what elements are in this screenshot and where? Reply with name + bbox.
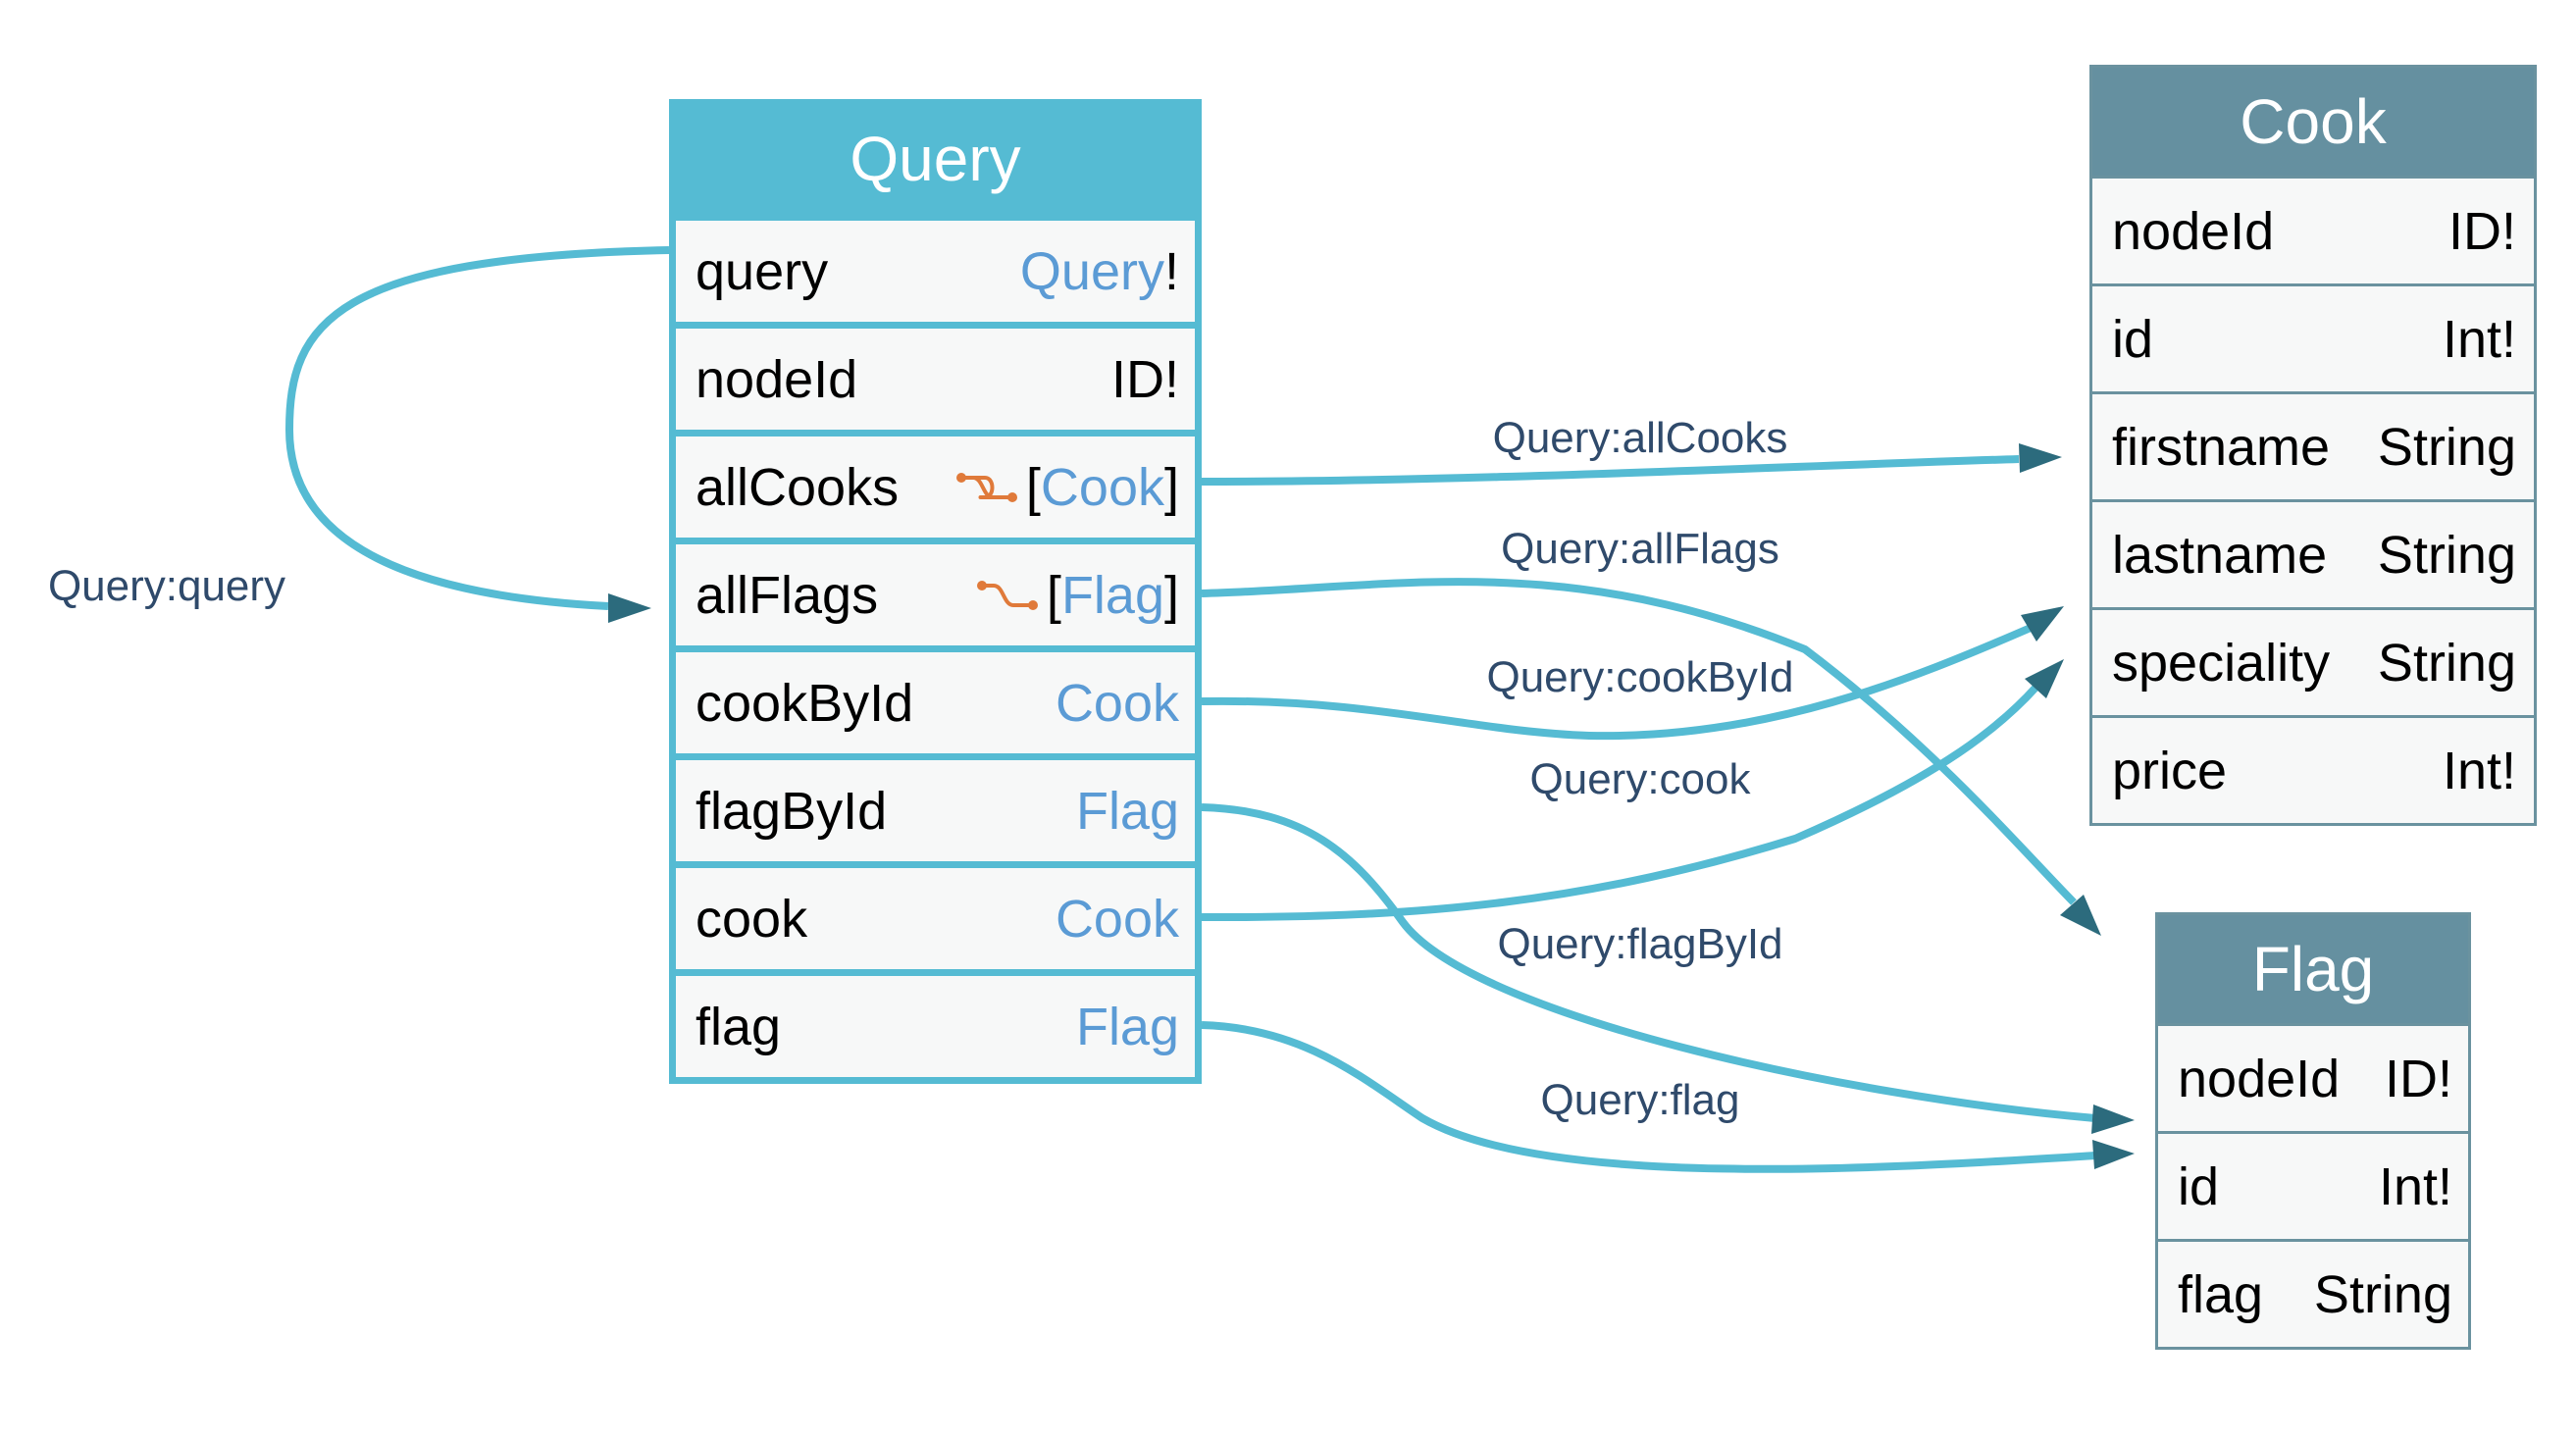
field-type: Int! <box>2442 741 2516 800</box>
type-link[interactable]: Cook <box>1040 457 1164 517</box>
edge-query-allflags <box>1201 578 2077 905</box>
field-name: cook <box>696 889 808 949</box>
cook-node-title: Cook <box>2092 68 2534 176</box>
field-type: ID! <box>1111 349 1179 410</box>
query-field-cookbyid[interactable]: cookById Cook <box>676 645 1195 753</box>
field-name: speciality <box>2112 633 2331 693</box>
type-suffix: ! <box>1163 241 1179 301</box>
type-link[interactable]: Cook <box>1055 673 1179 733</box>
field-name: flagById <box>696 781 888 841</box>
query-node-title: Query <box>676 106 1195 214</box>
field-type: String <box>2313 1264 2452 1324</box>
cook-field-lastname[interactable]: lastname String <box>2092 499 2534 607</box>
field-name: nodeId <box>696 349 858 409</box>
field-name: allCooks <box>696 457 900 517</box>
field-name: nodeId <box>2178 1049 2341 1108</box>
flag-field-id[interactable]: id Int! <box>2158 1131 2468 1239</box>
list-close: ] <box>1163 565 1179 625</box>
type-link[interactable]: Flag <box>1060 565 1164 625</box>
query-field-query[interactable]: query Query! <box>676 214 1195 322</box>
list-open: [ <box>1046 565 1061 625</box>
edge-query-flagbyid-arrowhead <box>2091 1104 2135 1134</box>
edge-label-query: Query:query <box>47 562 286 610</box>
query-field-allflags[interactable]: allFlags [Flag] <box>676 538 1195 645</box>
query-field-flag[interactable]: flag Flag <box>676 969 1195 1077</box>
edge-query-allcooks-arrowhead <box>2019 443 2062 473</box>
query-field-flagbyid[interactable]: flagById Flag <box>676 753 1195 861</box>
cook-field-id[interactable]: id Int! <box>2092 283 2534 391</box>
query-field-allcooks[interactable]: allCooks [Cook] <box>676 430 1195 538</box>
field-type: [Cook] <box>955 457 1179 518</box>
field-name: query <box>696 241 829 301</box>
field-type: Flag <box>1076 781 1179 842</box>
connection-icon <box>976 580 1038 610</box>
connection-icon <box>955 472 1017 502</box>
field-name: id <box>2178 1156 2220 1216</box>
edge-label-cookbyid: Query:cookById <box>1486 653 1794 701</box>
cook-field-firstname[interactable]: firstname String <box>2092 391 2534 499</box>
field-type: ID! <box>2384 1049 2452 1108</box>
cook-field-price[interactable]: price Int! <box>2092 715 2534 823</box>
edge-query-allflags-arrowhead <box>2060 895 2101 936</box>
edge-query-query <box>284 246 670 610</box>
cook-field-nodeid[interactable]: nodeId ID! <box>2092 176 2534 283</box>
query-field-nodeid[interactable]: nodeId ID! <box>676 322 1195 430</box>
cook-field-speciality[interactable]: speciality String <box>2092 607 2534 715</box>
edge-query-cook-arrowhead <box>2025 659 2064 698</box>
query-field-cook[interactable]: cook Cook <box>676 861 1195 969</box>
flag-node-title: Flag <box>2158 915 2468 1023</box>
edge-label-allflags: Query:allFlags <box>1501 525 1779 573</box>
type-link[interactable]: Flag <box>1075 781 1179 841</box>
type-link[interactable]: Query <box>1019 241 1164 301</box>
type-link[interactable]: Cook <box>1055 889 1179 949</box>
field-name: id <box>2112 309 2154 369</box>
query-node[interactable]: Query query Query! nodeId ID! allCooks [… <box>669 99 1202 1084</box>
field-type: Cook <box>1056 673 1179 734</box>
field-name: flag <box>2178 1264 2264 1324</box>
field-type: String <box>2377 633 2516 693</box>
edge-label-allcooks: Query:allCooks <box>1492 414 1788 462</box>
field-type: String <box>2377 417 2516 477</box>
edge-query-flag-arrowhead <box>2092 1140 2135 1169</box>
list-close: ] <box>1163 457 1179 517</box>
field-type: Int! <box>2378 1156 2452 1216</box>
flag-field-nodeid[interactable]: nodeId ID! <box>2158 1023 2468 1131</box>
flag-node[interactable]: Flag nodeId ID! id Int! flag String <box>2155 912 2471 1350</box>
edge-label-flagbyid: Query:flagById <box>1497 920 1783 968</box>
type-link[interactable]: Flag <box>1075 997 1179 1056</box>
field-name: price <box>2112 741 2228 800</box>
field-type: [Flag] <box>976 565 1179 626</box>
field-name: nodeId <box>2112 201 2275 261</box>
field-type: ID! <box>2447 201 2516 261</box>
field-name: flag <box>696 997 782 1056</box>
field-type: Flag <box>1076 997 1179 1057</box>
edge-query-query-arrowhead <box>608 593 651 623</box>
field-type: Int! <box>2442 309 2516 369</box>
edge-label-cook: Query:cook <box>1529 755 1751 803</box>
field-type: Cook <box>1056 889 1179 950</box>
field-type: String <box>2377 525 2516 585</box>
cook-node[interactable]: Cook nodeId ID! id Int! firstname String… <box>2089 65 2537 826</box>
field-name: lastname <box>2112 525 2328 585</box>
field-name: firstname <box>2112 417 2331 477</box>
edge-label-flag: Query:flag <box>1540 1076 1740 1124</box>
field-name: allFlags <box>696 565 879 625</box>
list-open: [ <box>1025 457 1041 517</box>
field-name: cookById <box>696 673 914 733</box>
flag-field-flag[interactable]: flag String <box>2158 1239 2468 1347</box>
field-type: Query! <box>1020 241 1179 302</box>
type-suffix: ID! <box>1110 349 1179 409</box>
edge-query-cookbyid-arrowhead <box>2021 606 2064 642</box>
